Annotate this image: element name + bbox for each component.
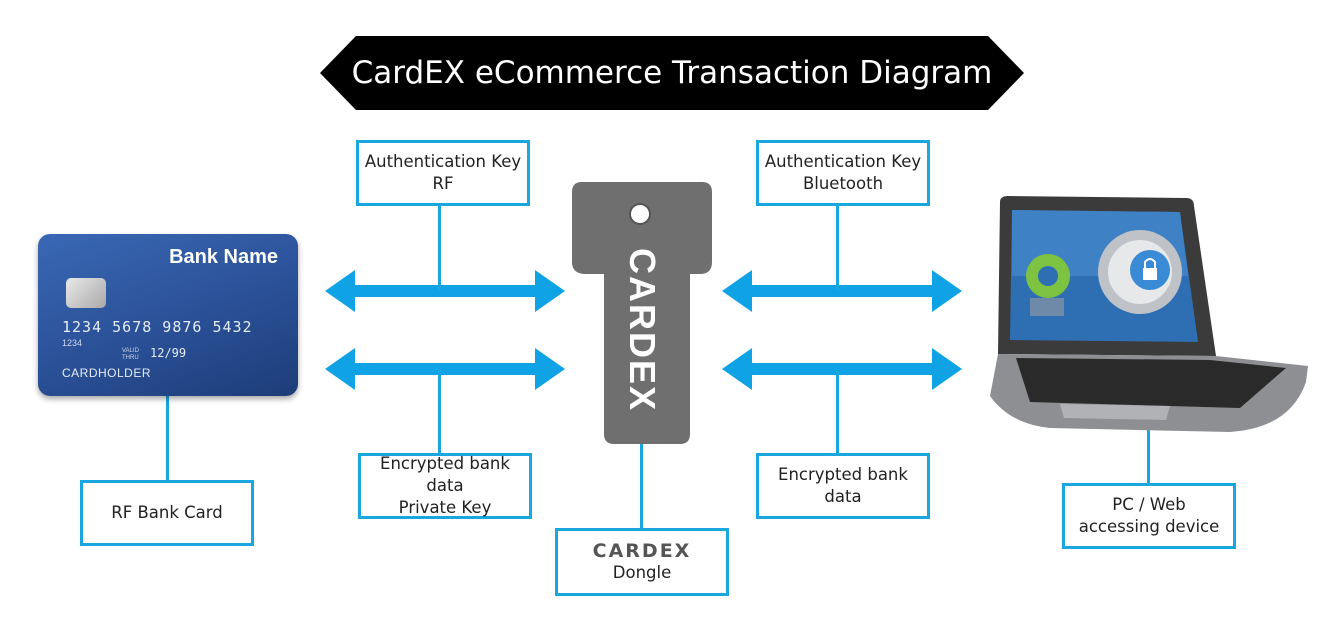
- label-auth-rf-line1: Authentication Key: [364, 152, 522, 171]
- arrow-dongle-pc-bottom: [722, 348, 962, 390]
- dongle-key-text: CARDEX: [622, 247, 663, 412]
- connector-auth-bt: [836, 205, 839, 290]
- card-bank-name: Bank Name: [169, 246, 278, 268]
- label-enc-private-line2: Private Key: [398, 498, 492, 517]
- label-auth-bt-line1: Authentication Key: [764, 152, 922, 171]
- connector-dongle: [640, 444, 643, 530]
- label-auth-bt: Authentication Key Bluetooth: [756, 140, 930, 206]
- label-bank-card-line1: RF Bank Card: [111, 503, 223, 522]
- card-chip-icon: [66, 278, 106, 308]
- connector-pc: [1147, 428, 1150, 485]
- page-title: CardEX eCommerce Transaction Diagram: [351, 55, 993, 91]
- card-number-small: 1234: [62, 338, 83, 348]
- dongle-key-icon: [572, 182, 712, 444]
- label-enc-private-line1: Encrypted bank data: [380, 454, 510, 495]
- label-enc-private: Encrypted bank data Private Key: [358, 453, 532, 519]
- card-valid-line2: THRU: [122, 355, 139, 361]
- arrow-card-dongle-bottom: [325, 348, 565, 390]
- laptop-icon: [990, 196, 1308, 432]
- arrow-card-dongle-top: [325, 270, 565, 312]
- label-pc-line2: accessing device: [1078, 517, 1220, 536]
- connector-enc-private: [438, 370, 441, 455]
- label-pc-line1: PC / Web: [1112, 495, 1186, 514]
- label-dongle: CARDEX Dongle: [555, 528, 729, 596]
- connector-bank-card: [166, 396, 169, 482]
- banner-shape: [320, 36, 1024, 110]
- label-enc-data: Encrypted bank data: [756, 453, 930, 519]
- arrow-dongle-pc-top: [722, 270, 962, 312]
- bank-card-image: Bank Name 1234 5678 9876 5432 1234 VALID…: [38, 234, 298, 396]
- connector-enc-data: [836, 370, 839, 455]
- label-auth-bt-line2: Bluetooth: [802, 174, 884, 193]
- label-dongle-line1: Dongle: [612, 563, 672, 582]
- card-expiry: 12/99: [150, 346, 187, 360]
- cardex-logo-text: CARDEX: [592, 540, 692, 562]
- label-bank-card: RF Bank Card: [80, 480, 254, 546]
- label-enc-data-line1: Encrypted bank data: [778, 465, 908, 506]
- label-auth-rf-line2: RF: [432, 174, 454, 193]
- card-number: 1234 5678 9876 5432: [62, 318, 253, 336]
- label-pc: PC / Web accessing device: [1062, 483, 1236, 549]
- label-auth-rf: Authentication Key RF: [356, 140, 530, 206]
- card-holder: CARDHOLDER: [62, 366, 152, 380]
- card-valid-line1: VALID: [122, 348, 139, 354]
- connector-auth-rf: [438, 205, 441, 290]
- title-banner: CardEX eCommerce Transaction Diagram: [320, 36, 1024, 110]
- card-valid-thru: VALID THRU: [122, 348, 139, 362]
